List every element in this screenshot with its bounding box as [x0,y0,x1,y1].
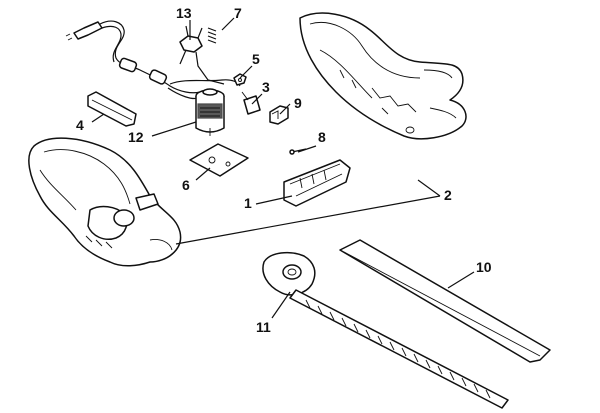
label-part-1: 1 [244,195,252,211]
label-part-13: 13 [176,5,192,21]
leader-lines [91,17,475,319]
housing-right-half [299,12,467,140]
label-part-10: 10 [476,259,492,275]
part-labels: 13 7 5 3 9 4 12 8 6 1 2 10 11 [76,5,492,335]
label-part-11: 11 [256,319,271,335]
housing-left-half [28,137,182,267]
label-part-2: 2 [444,187,452,203]
label-part-6: 6 [182,177,190,193]
label-part-5: 5 [252,51,260,67]
part-3-terminal [241,91,261,115]
label-part-4: 4 [76,117,84,133]
part-4-trigger [87,91,137,127]
part-11-blade [262,251,509,409]
part-5-clip [233,73,247,86]
part-13-clip [179,25,225,85]
part-10-blade-guard [339,239,551,363]
label-part-8: 8 [318,129,326,145]
power-cord-harness [65,20,241,100]
label-part-3: 3 [262,79,270,95]
part-12-motor [195,88,225,136]
part-1-gear-cover [283,159,351,207]
part-6-plate [189,143,249,177]
label-part-9: 9 [294,95,302,111]
label-part-7: 7 [234,5,242,21]
label-part-12: 12 [128,129,144,145]
part-7-spring [207,27,217,44]
